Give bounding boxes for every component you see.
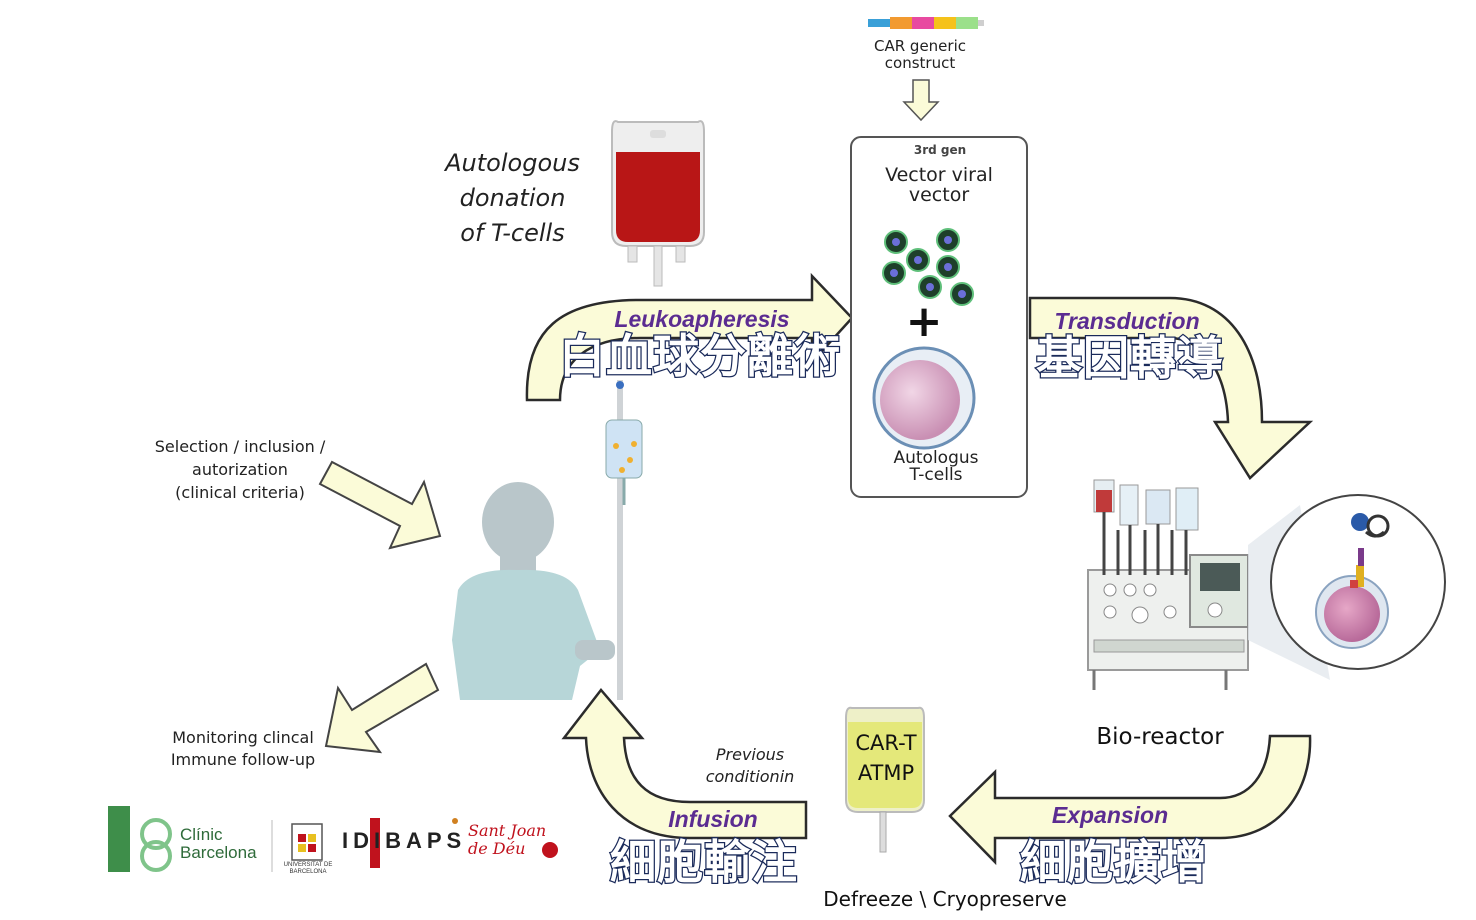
expansion-arrow	[948, 734, 1312, 866]
selection-label: Selection / inclusion / autorization (cl…	[140, 435, 340, 505]
car-t-bag-icon	[845, 706, 925, 853]
transduction-label: Transduction	[1054, 308, 1200, 334]
t-cell-label: Autologus T-cells	[866, 450, 1006, 484]
idibaps-logo-mark	[370, 818, 458, 868]
infusion-zh-label: 細胞輸注	[609, 834, 799, 889]
vector-gen-label: 3rd gen	[913, 143, 967, 157]
selection-line3: (clinical criteria)	[175, 483, 305, 503]
ub-logo-line1: UNIVERSITAT DE	[283, 862, 333, 868]
car-t-bag-line2: ATMP	[857, 761, 915, 786]
expansion-label: Expansion	[1051, 802, 1169, 828]
t-cell-label-line1: Autologus	[893, 448, 979, 468]
construct-down-arrow	[902, 79, 940, 122]
vector-title: Vector viral vector	[853, 164, 1025, 206]
iv-drip-icon	[605, 380, 643, 700]
patient-icon	[452, 482, 615, 700]
sjd-logo-line1: Sant Joan	[468, 821, 547, 840]
selection-line2: autorization	[192, 460, 288, 480]
transduction-zh-label: 基因轉導	[1035, 330, 1225, 385]
ub-logo-text: UNIVERSITAT DE BARCELONA	[276, 862, 340, 875]
conditioning-line1: Previous	[715, 745, 785, 764]
donation-line2: donation	[459, 183, 566, 212]
vector-title-line1: Vector viral	[885, 164, 993, 186]
construct-label-line1: CAR generic	[874, 37, 966, 55]
clinic-logo-line1: Clínic	[180, 825, 223, 844]
clinic-logo-line2: Barcelona	[180, 842, 257, 862]
transduction-arrow	[1028, 296, 1314, 480]
expansion-zh-label: 細胞擴增	[1019, 834, 1209, 889]
donation-line3: of T-cells	[460, 218, 565, 247]
bioreactor-icon	[1087, 479, 1249, 690]
cryopreserve-label: Defreeze \ Cryopreserve	[823, 887, 1067, 911]
t-cell-icon	[872, 346, 976, 450]
leukoapheresis-zh-label: 白血球分離術	[558, 328, 842, 383]
leukoapheresis-label: Leukoapheresis	[614, 306, 790, 332]
car-t-cell-zoom-icon	[1270, 494, 1446, 670]
plus-sign: +	[905, 296, 943, 347]
t-cell-label-line2: T-cells	[909, 465, 963, 485]
construct-label: CAR generic construct	[850, 37, 990, 73]
conditioning-line2: conditionin	[705, 767, 795, 787]
vector-title-line2: vector	[908, 183, 970, 206]
monitoring-label: Monitoring clincal Immune follow-up	[150, 727, 336, 772]
conditioning-label: Previous conditionin	[690, 744, 810, 789]
bioreactor-label: Bio-reactor	[1096, 724, 1224, 750]
monitoring-line1: Monitoring clincal	[172, 728, 314, 747]
sant-joan-logo-text: Sant Joan de Déu	[468, 822, 546, 857]
ub-logo-line2: BARCELONA	[289, 868, 327, 875]
construct-label-line2: construct	[884, 54, 956, 73]
donation-label: Autologous donation of T-cells	[430, 146, 595, 250]
donation-line1: Autologous	[445, 149, 580, 177]
clinic-barcelona-logo	[108, 806, 273, 872]
idibaps-logo-text: IDIBAPS	[342, 828, 467, 853]
monitoring-arrow	[324, 662, 440, 754]
monitoring-line2: Immune follow-up	[170, 750, 316, 770]
car-construct-icon	[868, 17, 984, 29]
blood-bag-icon	[611, 120, 705, 287]
infusion-arrow	[561, 688, 808, 840]
viral-vector-icon	[882, 228, 974, 306]
selection-arrow	[318, 460, 442, 550]
infusion-label: Infusion	[668, 806, 758, 832]
universitat-barcelona-logo	[291, 823, 323, 861]
car-t-bag-label: CAR-T ATMP	[846, 728, 926, 789]
clinic-logo-text: Clínic Barcelona	[180, 826, 257, 862]
leukoapheresis-arrow	[525, 272, 854, 402]
sjd-logo-line2: de Déu	[468, 838, 526, 858]
selection-line1: Selection / inclusion /	[154, 437, 326, 456]
sant-joan-de-deu-logo-mark	[542, 842, 558, 858]
car-t-bag-line1: CAR-T	[855, 731, 917, 755]
